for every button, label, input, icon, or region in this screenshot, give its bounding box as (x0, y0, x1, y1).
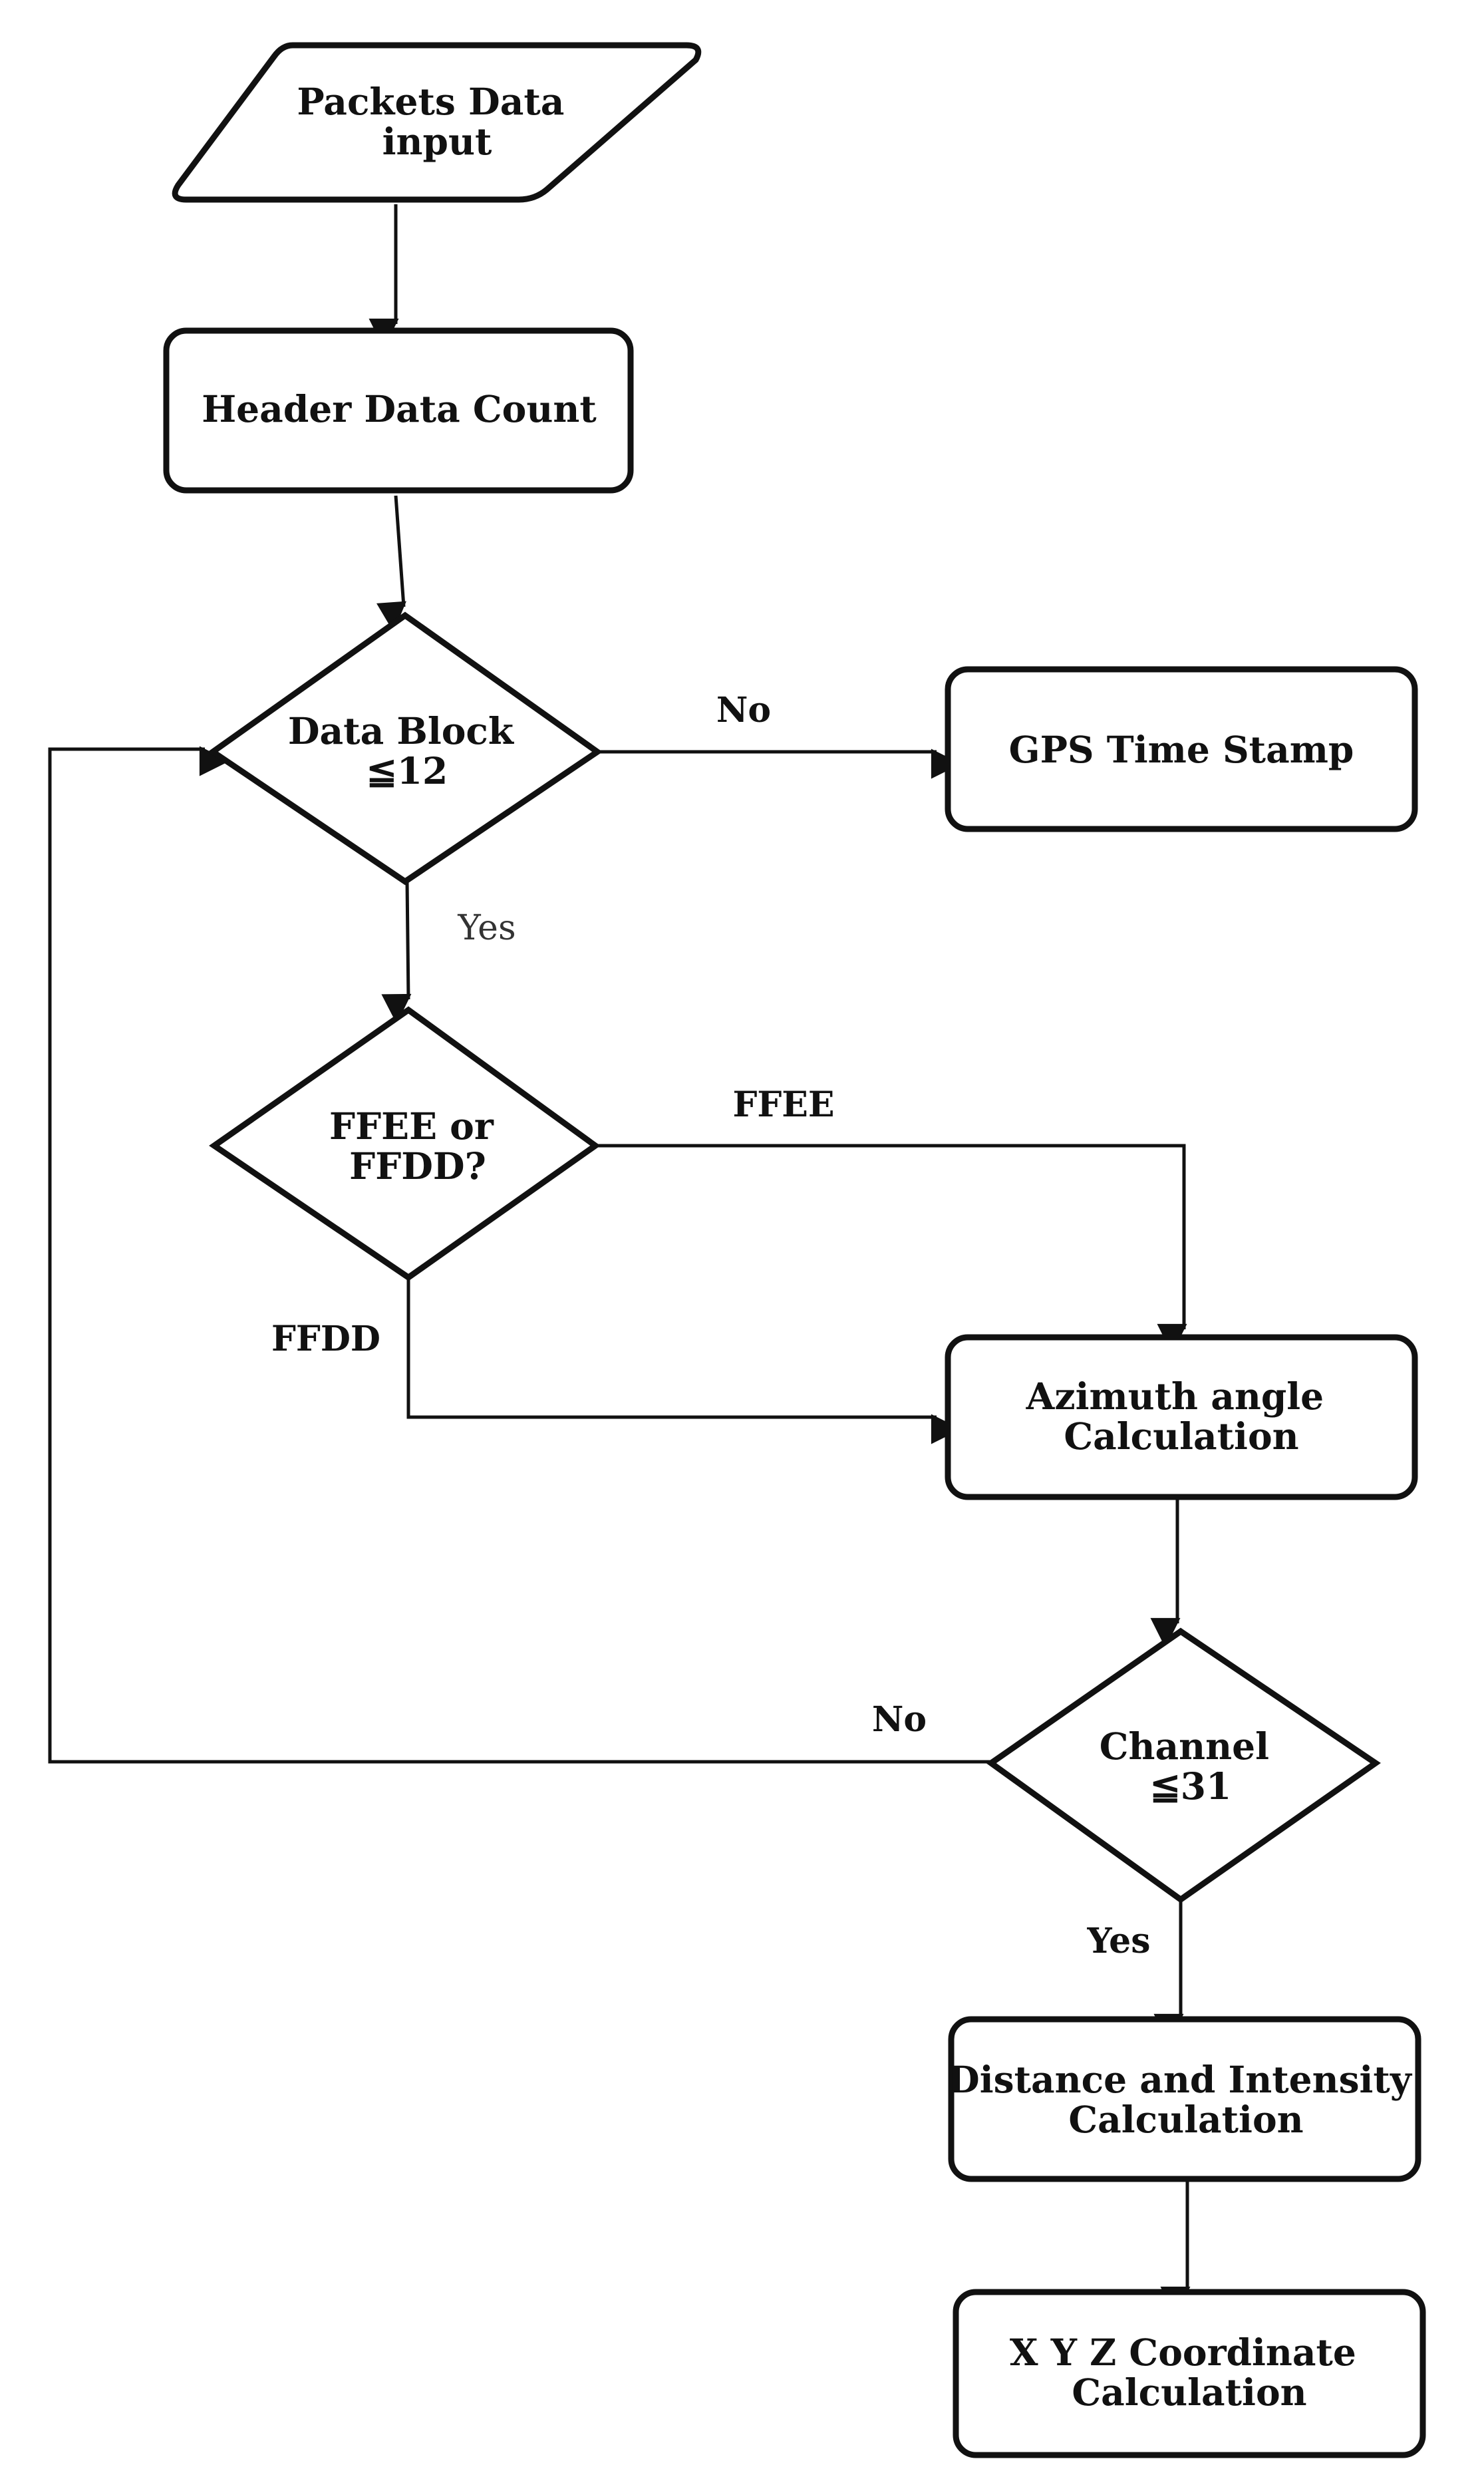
edge-label-datablock-no: No (716, 690, 771, 731)
ffee-ffdd-label: FFEE or FFDD? (329, 1104, 506, 1188)
arrow-header-to-datablock (376, 495, 406, 633)
channel-label: Channel ≦31 (1100, 1725, 1282, 1808)
channel-decision-node: Channel ≦31 (986, 1627, 1381, 1903)
edge-label-datablock-yes: Yes (457, 908, 516, 948)
xyz-calc-node: X Y Z Coordinate Calculation (953, 2289, 1426, 2458)
gps-timestamp-label: GPS Time Stamp (1009, 728, 1354, 771)
data-block-diamond (208, 611, 603, 886)
packets-input-node: Packets Data input (172, 42, 702, 203)
arrow-datablock-yes-to-ffee (381, 881, 412, 1025)
ffee-ffdd-decision-node: FFEE or FFDD? (209, 1006, 601, 1281)
data-block-decision-node: Data Block ≦12 (208, 611, 603, 886)
edge-label-ffee: FFEE (732, 1084, 834, 1125)
arrow-channel-no-loop-to-datablock (48, 746, 991, 1764)
arrow-ffdd-to-azimuth (406, 1277, 961, 1444)
xyz-calc-label: X Y Z Coordinate Calculation (1010, 2331, 1369, 2414)
azimuth-calc-label: Azimuth angle Calculation (1026, 1375, 1337, 1458)
arrow-ffee-to-azimuth (595, 1144, 1187, 1354)
packets-input-label: Packets Data input (297, 80, 577, 163)
edge-label-channel-yes: Yes (1087, 1921, 1151, 1961)
header-count-node: Header Data Count (163, 327, 634, 494)
azimuth-calc-box (945, 1334, 1418, 1500)
gps-timestamp-node: GPS Time Stamp (945, 666, 1418, 832)
packets-input-parallelogram (172, 42, 702, 203)
azimuth-calc-node: Azimuth angle Calculation (945, 1334, 1418, 1500)
xyz-calc-box (953, 2289, 1426, 2458)
ffee-ffdd-diamond (209, 1006, 601, 1281)
gps-timestamp-box (945, 666, 1418, 832)
edge-label-channel-no: No (872, 1699, 927, 1740)
header-count-box (163, 327, 634, 494)
distance-intensity-label: Distance and Intensity Calculation (948, 2058, 1424, 2141)
header-count-label: Header Data Count (202, 387, 597, 430)
distance-intensity-box (948, 2016, 1421, 2182)
distance-intensity-node: Distance and Intensity Calculation (948, 2016, 1424, 2182)
data-block-label: Data Block ≦12 (288, 709, 526, 792)
edge-label-ffdd: FFDD (271, 1319, 380, 1359)
channel-diamond (986, 1627, 1381, 1903)
